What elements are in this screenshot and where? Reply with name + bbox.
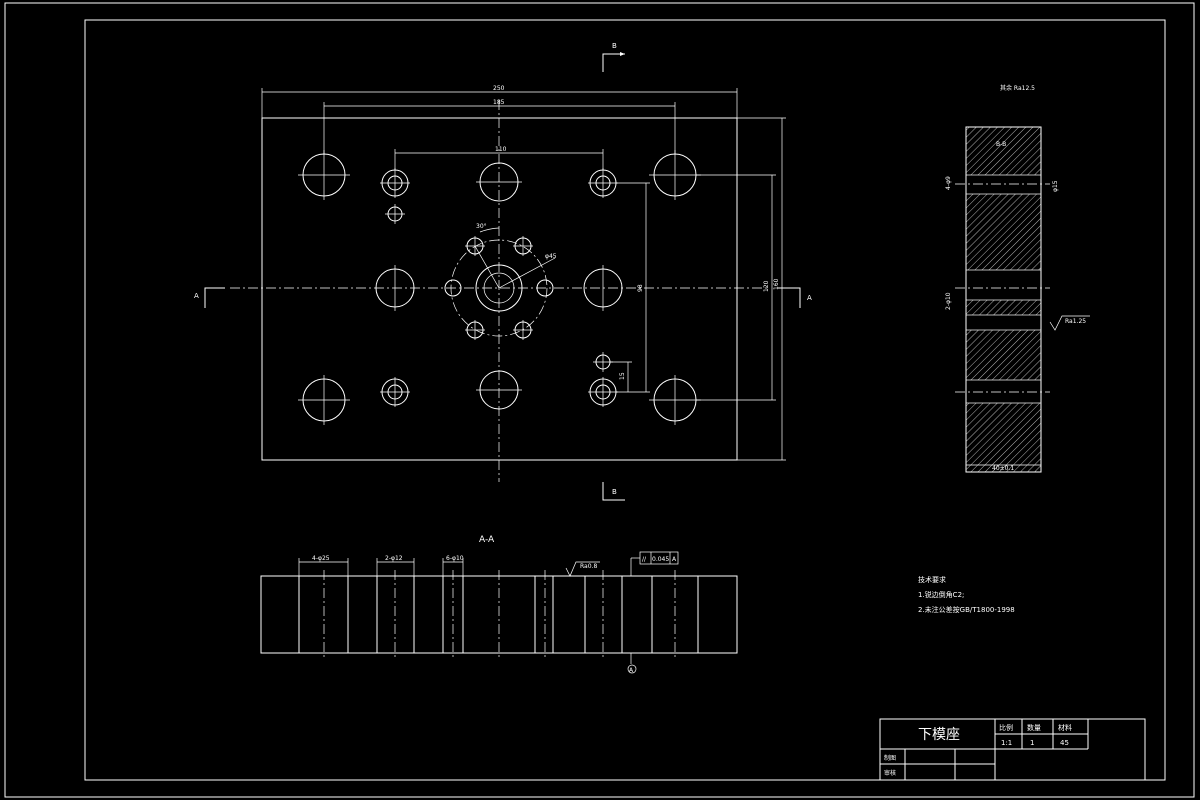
section-b-top-label: B xyxy=(612,42,617,50)
section-bb-title: B-B xyxy=(996,141,1006,148)
section-marker-b-bottom xyxy=(602,482,625,501)
part-name: 下模座 xyxy=(918,727,960,743)
dim-thickness: 40±0.1 xyxy=(992,465,1014,472)
dim-total-width: 250 xyxy=(493,85,505,92)
datum-marker xyxy=(627,664,637,674)
roughness-general: 其余 Ra12.5 xyxy=(1000,84,1035,92)
section-marker-a-right xyxy=(778,287,801,308)
material-label: 材料 xyxy=(1058,723,1072,732)
dim-height-b: 160 xyxy=(773,278,780,290)
callout-2-phi12: 2-φ12 xyxy=(385,555,403,562)
callout-4-phi25: 4-φ25 xyxy=(312,555,330,562)
tolerance-symbol: // xyxy=(642,556,647,563)
draw-label: 制图 xyxy=(884,754,896,762)
tech-item-2: 2.未注公差按GB/T1800-1998 xyxy=(918,605,1015,614)
section-aa-view: A-A 4-φ25 2-φ12 6-φ10 Ra0.8 xyxy=(260,535,738,674)
guide-hole-top-right xyxy=(649,150,701,200)
datum-marker-label: A xyxy=(629,667,634,674)
guide-hole-bottom-right xyxy=(649,375,701,425)
hole-bottom-center xyxy=(476,370,522,410)
central-bolt-circle xyxy=(444,227,556,340)
section-marker-b-top xyxy=(602,52,625,72)
tolerance-datum: A xyxy=(672,556,677,563)
tech-item-1: 1.锐边倒角C2; xyxy=(918,590,964,599)
counterbore-bottom-left xyxy=(380,377,410,407)
tolerance-value: 0.045 xyxy=(652,556,669,563)
roughness-label: Ra0.8 xyxy=(580,563,597,570)
qty-label: 数量 xyxy=(1027,723,1041,732)
roughness-symbol xyxy=(565,561,600,577)
dim-hole-span: 185 xyxy=(493,99,505,106)
hole-mid-left xyxy=(375,265,415,311)
hole-mid-right xyxy=(583,265,623,311)
scale-label: 比例 xyxy=(999,723,1013,732)
qty-value: 1 xyxy=(1030,739,1034,747)
drawing-frame xyxy=(84,19,1166,781)
counterbore-top-right xyxy=(588,168,618,198)
callout-6-phi10: 6-φ10 xyxy=(446,555,464,562)
check-label: 审核 xyxy=(884,769,896,777)
center-bore xyxy=(475,264,523,312)
counterbore-bottom-right xyxy=(588,377,618,407)
material-value: 45 xyxy=(1060,739,1069,747)
scale-value: 1:1 xyxy=(1001,739,1012,747)
dim-4-phi9: 4-φ9 xyxy=(945,176,952,190)
guide-hole-top-left xyxy=(298,150,350,200)
hole-top-center xyxy=(476,162,522,202)
plate-outline xyxy=(261,117,738,461)
roughness-bb-symbol xyxy=(1049,315,1090,331)
roughness-bb-label: Ra1.25 xyxy=(1065,318,1086,325)
title-block: 下模座 比例 数量 材料 1:1 1 45 制图 审核 xyxy=(879,718,1146,781)
tech-heading: 技术要求 xyxy=(918,575,946,584)
guide-hole-bottom-left xyxy=(298,375,350,425)
section-aa-title: A-A xyxy=(479,535,495,545)
section-a-left-label: A xyxy=(194,292,199,300)
dim-vertical-inner: 98 xyxy=(637,284,644,292)
dim-phi15: φ15 xyxy=(1052,180,1059,192)
dim-2-phi10: 2-φ10 xyxy=(945,292,952,310)
pin-hole-top-left xyxy=(385,204,405,224)
pcd-label: φ45 xyxy=(545,253,557,260)
counterbore-top-left xyxy=(380,168,410,198)
sheet-border xyxy=(4,2,1195,798)
section-bb-view: 其余 Ra12.5 B-B 4-φ9 φ15 2-φ10 Ra1.25 40±0… xyxy=(945,84,1090,473)
section-marker-a-left xyxy=(204,287,225,308)
plan-view: 30° φ45 250 185 110 160 120 98 15 xyxy=(194,42,812,501)
dim-height-a: 120 xyxy=(763,280,770,292)
tech-requirements: 技术要求 1.锐边倒角C2; 2.未注公差按GB/T1800-1998 xyxy=(918,575,1015,614)
section-a-right-label: A xyxy=(807,294,812,302)
tolerance-frame xyxy=(630,551,679,576)
dim-small-offset: 15 xyxy=(619,372,626,380)
angle-label: 30° xyxy=(476,223,487,230)
dim-inner-span: 110 xyxy=(495,146,507,153)
section-b-bottom-label: B xyxy=(612,488,617,496)
